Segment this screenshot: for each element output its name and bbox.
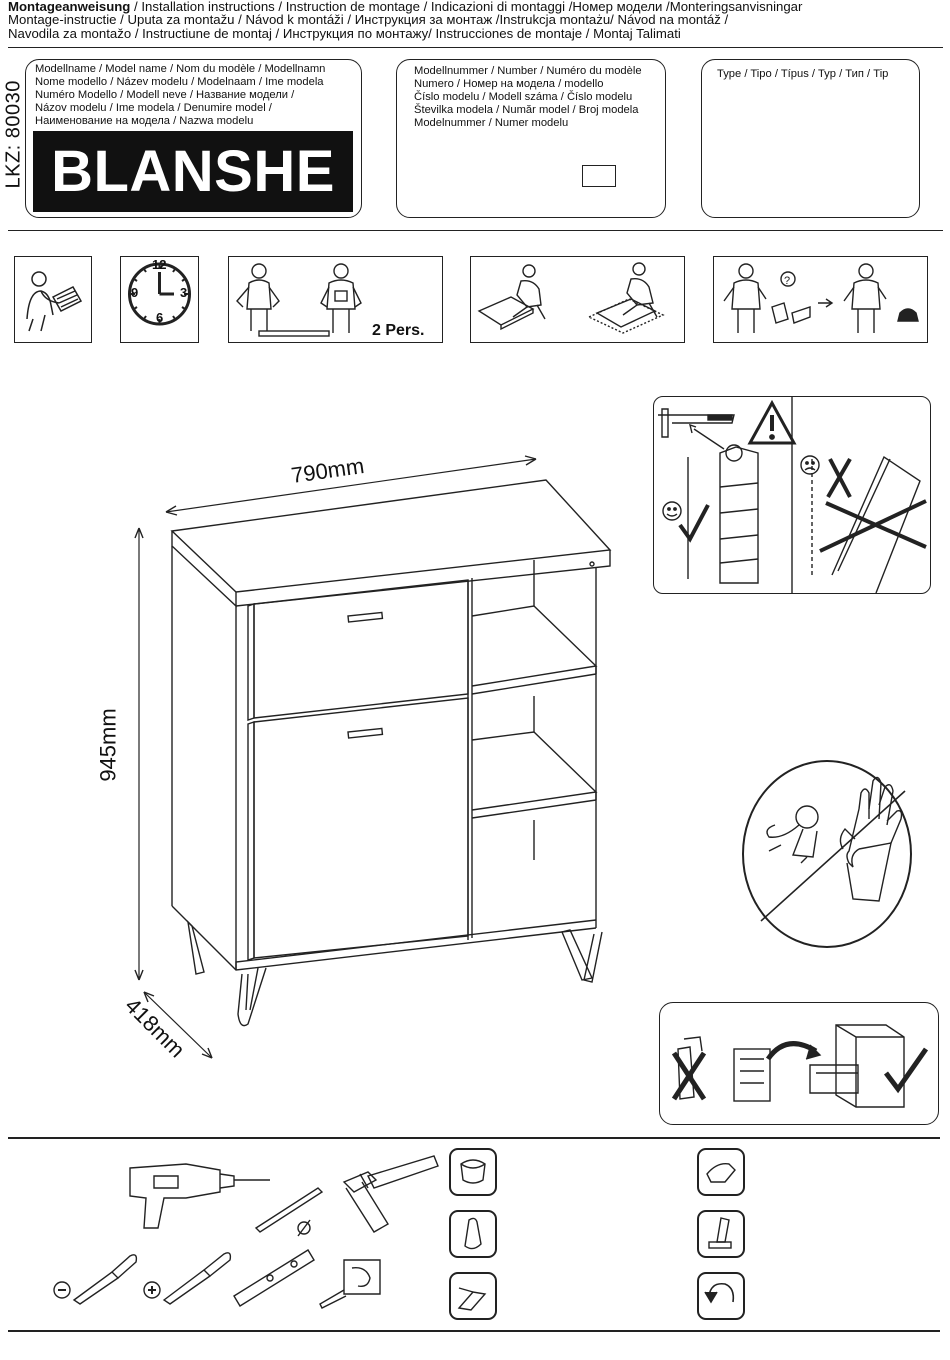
symbol-dowel-icon: [449, 1210, 497, 1258]
header-title: Montageanweisung: [8, 0, 131, 14]
tools-rule-top: [8, 1137, 940, 1139]
model-name-label: Názov modelu / Ime modela / Denumire mod…: [35, 102, 272, 114]
model-name-box: Modellname / Model name / Nom du modèle …: [25, 59, 362, 218]
height-dimension: 945mm: [95, 708, 121, 782]
two-persons-label: 2 Pers.: [372, 322, 425, 339]
call-service-icon: ?: [713, 256, 928, 343]
model-number-label: Modelnummer / Numer modelu: [414, 117, 569, 129]
symbol-glove-icon: [697, 1148, 745, 1196]
tape-measure-icon: [319, 1259, 381, 1309]
clock-number: 6: [156, 310, 164, 325]
lkz-code: LKZ: 80030: [2, 80, 25, 189]
level-icon: [233, 1249, 315, 1307]
model-name-labels: Modellname / Model name / Nom du modèle …: [35, 63, 325, 128]
hammer-icon: [342, 1155, 439, 1233]
header-line-3: Navodila za montažo / Instructiune de mo…: [8, 25, 681, 41]
tools-section: [0, 1140, 950, 1330]
tools-rule-bottom: [8, 1330, 940, 1332]
model-number-label: Číslo modelu / Modell száma / Číslo mode…: [414, 91, 633, 103]
model-number-box: Modellnummer / Number / Numéro du modèle…: [396, 59, 666, 218]
header-rule: [8, 47, 943, 48]
reading-instructions-icon: [14, 256, 92, 343]
brand-name: BLANSHE: [33, 131, 353, 212]
recycling-icon: [659, 1002, 939, 1125]
two-persons-lifting-icon: 2 Pers.: [228, 256, 443, 343]
model-name-label: Modellname / Model name / Nom du modèle …: [35, 63, 326, 75]
header-line-1-rest: / Installation instructions / Instructio…: [130, 0, 803, 14]
type-label: Type / Tipo / Típus / Typ / Тип / Tip: [717, 68, 889, 80]
svg-text:?: ?: [784, 275, 790, 287]
symbol-hammer-icon: [697, 1210, 745, 1258]
info-rule: [8, 230, 943, 231]
symbol-cleaning-icon: [449, 1272, 497, 1320]
type-box: Type / Tipo / Típus / Typ / Тип / Tip: [701, 59, 920, 218]
model-number-label: Modellnummer / Number / Numéro du modèle: [414, 65, 642, 77]
clock-icon: 12 3 6 9: [120, 256, 199, 343]
header-line-1: Montageanweisung / Installation instruct…: [8, 0, 943, 13]
clock-number: 9: [131, 285, 139, 300]
symbol-turn-icon: [697, 1272, 745, 1320]
header-line-2: Montage-instructie / Uputa za montažu / …: [8, 12, 729, 28]
wall-fixing-warning-icon: [653, 396, 931, 594]
assembly-on-floor-icon: [470, 256, 685, 343]
model-name-label: Nome modello / Název modelu / Modelnaam …: [35, 76, 324, 88]
clock-number: 12: [152, 257, 167, 272]
model-name-label: Numéro Modello / Modell neve / Название …: [35, 89, 295, 101]
model-number-labels: Modellnummer / Number / Numéro du modèle…: [414, 65, 642, 130]
cabinet-drawing: [134, 455, 612, 1059]
model-name-label: Наименование на модела / Nazwa modelu: [35, 115, 254, 127]
model-number-label: Numero / Номер на модела / modello: [414, 78, 604, 90]
screwdriver-icon: [53, 1254, 138, 1305]
symbol-screw-icon: [449, 1148, 497, 1196]
child-safety-icon: [741, 759, 913, 949]
drill-icon: [129, 1163, 270, 1229]
model-number-field: [582, 165, 616, 187]
instruction-header: Montageanweisung / Installation instruct…: [8, 0, 943, 40]
model-number-label: Številka modela / Număr model / Broj mod…: [414, 104, 639, 116]
clock-number: 3: [180, 285, 188, 300]
